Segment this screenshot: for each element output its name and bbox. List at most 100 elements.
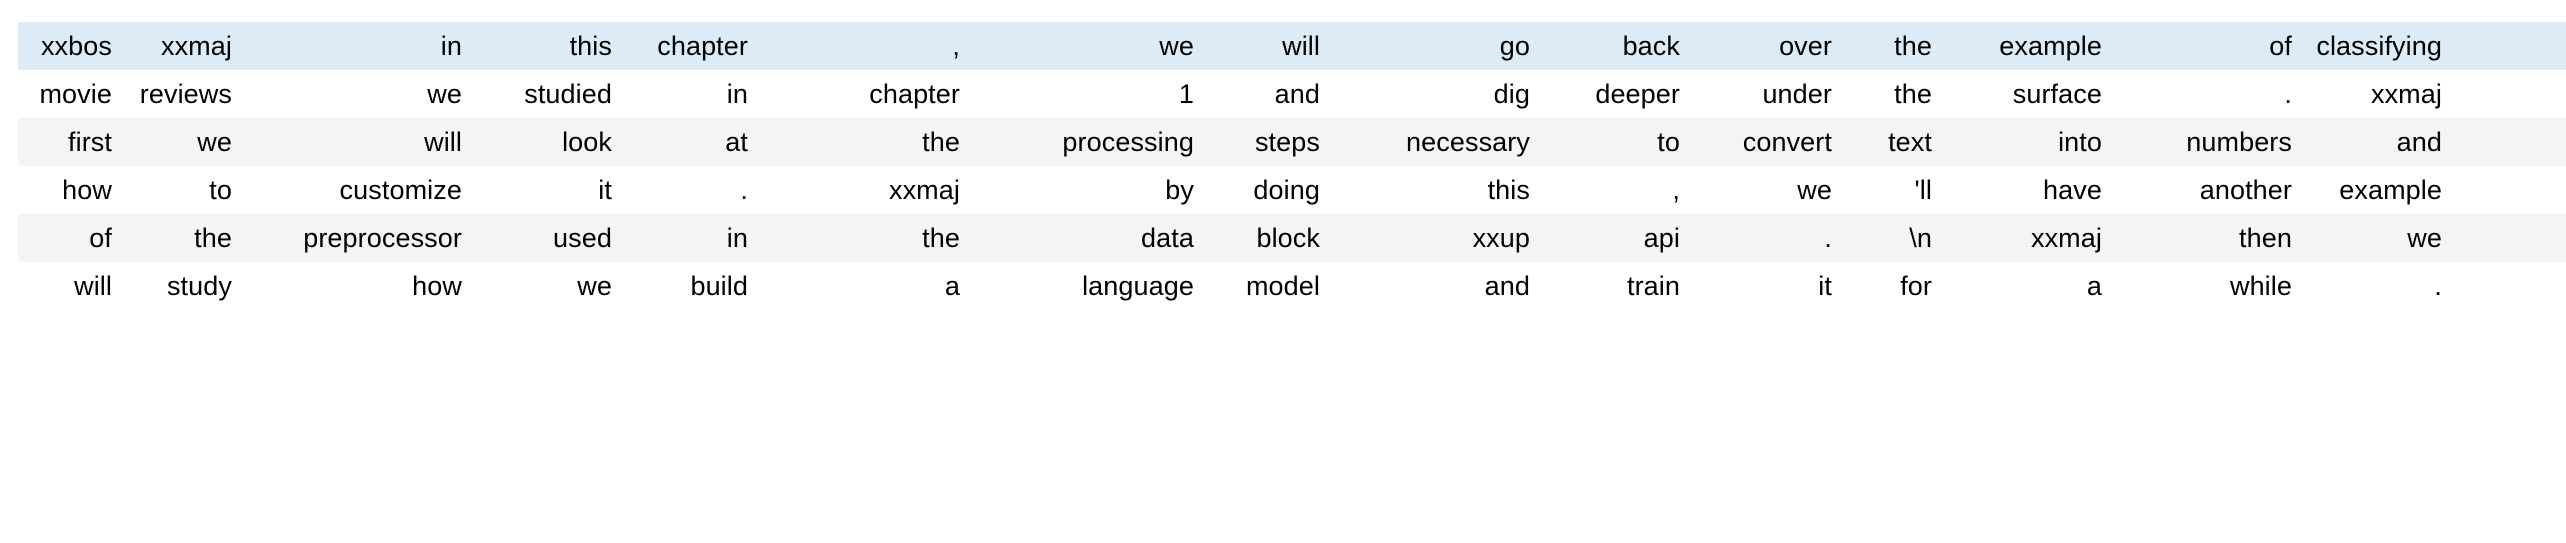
token-cell: the xyxy=(758,118,970,166)
token-table-container: xxbos xxmaj in this chapter , we will go… xyxy=(18,22,2566,310)
token-cell: go xyxy=(1330,22,1540,70)
token-cell: . xyxy=(1690,214,1842,262)
token-cell: of xyxy=(18,214,122,262)
token-cell: train xyxy=(1540,262,1690,310)
token-cell: 'll xyxy=(1842,166,1942,214)
token-cell: steps xyxy=(1204,118,1330,166)
token-cell: we xyxy=(472,262,622,310)
token-cell: and xyxy=(1204,70,1330,118)
token-cell: language xyxy=(970,262,1204,310)
token-cell: processing xyxy=(970,118,1204,166)
token-cell: data xyxy=(970,214,1204,262)
token-cell: xxmaj xyxy=(758,166,970,214)
tokenized-text-table: xxbos xxmaj in this chapter , we will go… xyxy=(18,22,2566,310)
table-body: xxbos xxmaj in this chapter , we will go… xyxy=(18,22,2566,310)
token-cell: . xyxy=(622,166,758,214)
table-row: will study how we build a language model… xyxy=(18,262,2566,310)
token-cell: study xyxy=(122,262,242,310)
token-cell: to xyxy=(1540,118,1690,166)
token-cell: this xyxy=(1330,166,1540,214)
table-row: of the preprocessor used in the data blo… xyxy=(18,214,2566,262)
token-cell: into xyxy=(1942,118,2112,166)
token-cell: text xyxy=(1842,118,1942,166)
token-cell: \n xyxy=(1842,214,1942,262)
token-cell: another xyxy=(2112,166,2302,214)
table-row: xxbos xxmaj in this chapter , we will go… xyxy=(18,22,2566,70)
token-cell: xxup xyxy=(1330,214,1540,262)
token-cell: we xyxy=(242,70,472,118)
token-cell: doing xyxy=(1204,166,1330,214)
token-cell: it xyxy=(1690,262,1842,310)
token-cell: api xyxy=(1540,214,1690,262)
token-cell: numbers xyxy=(2112,118,2302,166)
token-cell: back xyxy=(1540,22,1690,70)
token-cell: will xyxy=(18,262,122,310)
token-cell: model xyxy=(1204,262,1330,310)
token-cell: build xyxy=(622,262,758,310)
table-row: how to customize it . xxmaj by doing thi… xyxy=(18,166,2566,214)
token-cell: how xyxy=(18,166,122,214)
token-cell: it xyxy=(472,166,622,214)
token-cell: deeper xyxy=(1540,70,1690,118)
token-cell-empty xyxy=(2452,118,2566,166)
token-cell: surface xyxy=(1942,70,2112,118)
token-cell: of xyxy=(2112,22,2302,70)
token-cell: we xyxy=(970,22,1204,70)
token-cell: preprocessor xyxy=(242,214,472,262)
token-cell: we xyxy=(2302,214,2452,262)
token-cell: this xyxy=(472,22,622,70)
token-cell: and xyxy=(1330,262,1540,310)
token-cell: reviews xyxy=(122,70,242,118)
table-row: first we will look at the processing ste… xyxy=(18,118,2566,166)
token-cell-empty xyxy=(2452,70,2566,118)
token-cell-empty xyxy=(2452,166,2566,214)
token-cell: example xyxy=(2302,166,2452,214)
token-cell: block xyxy=(1204,214,1330,262)
token-cell: the xyxy=(758,214,970,262)
token-cell: xxmaj xyxy=(2302,70,2452,118)
token-cell: how xyxy=(242,262,472,310)
token-cell: will xyxy=(1204,22,1330,70)
token-cell: convert xyxy=(1690,118,1842,166)
token-cell: chapter xyxy=(622,22,758,70)
token-cell: we xyxy=(1690,166,1842,214)
token-cell: a xyxy=(1942,262,2112,310)
token-cell: to xyxy=(122,166,242,214)
token-cell: dig xyxy=(1330,70,1540,118)
token-cell: in xyxy=(242,22,472,70)
token-cell: customize xyxy=(242,166,472,214)
token-cell: . xyxy=(2302,262,2452,310)
token-cell-empty xyxy=(2452,214,2566,262)
token-cell: xxmaj xyxy=(122,22,242,70)
token-cell: at xyxy=(622,118,758,166)
token-cell: classifying xyxy=(2302,22,2452,70)
token-cell: will xyxy=(242,118,472,166)
token-cell: . xyxy=(2112,70,2302,118)
token-cell: for xyxy=(1842,262,1942,310)
token-cell: the xyxy=(1842,22,1942,70)
token-cell: first xyxy=(18,118,122,166)
token-cell: studied xyxy=(472,70,622,118)
token-cell: chapter xyxy=(758,70,970,118)
token-cell: in xyxy=(622,70,758,118)
token-cell: the xyxy=(1842,70,1942,118)
token-cell: example xyxy=(1942,22,2112,70)
token-cell: by xyxy=(970,166,1204,214)
token-cell: the xyxy=(122,214,242,262)
token-cell-empty xyxy=(2452,22,2566,70)
token-cell: in xyxy=(622,214,758,262)
token-cell: then xyxy=(2112,214,2302,262)
token-cell: movie xyxy=(18,70,122,118)
token-cell: 1 xyxy=(970,70,1204,118)
token-cell: look xyxy=(472,118,622,166)
token-cell: , xyxy=(1540,166,1690,214)
token-cell: , xyxy=(758,22,970,70)
token-cell: we xyxy=(122,118,242,166)
token-cell: necessary xyxy=(1330,118,1540,166)
token-cell-empty xyxy=(2452,262,2566,310)
table-row: movie reviews we studied in chapter 1 an… xyxy=(18,70,2566,118)
token-cell: xxbos xyxy=(18,22,122,70)
token-cell: over xyxy=(1690,22,1842,70)
token-cell: a xyxy=(758,262,970,310)
token-cell: xxmaj xyxy=(1942,214,2112,262)
